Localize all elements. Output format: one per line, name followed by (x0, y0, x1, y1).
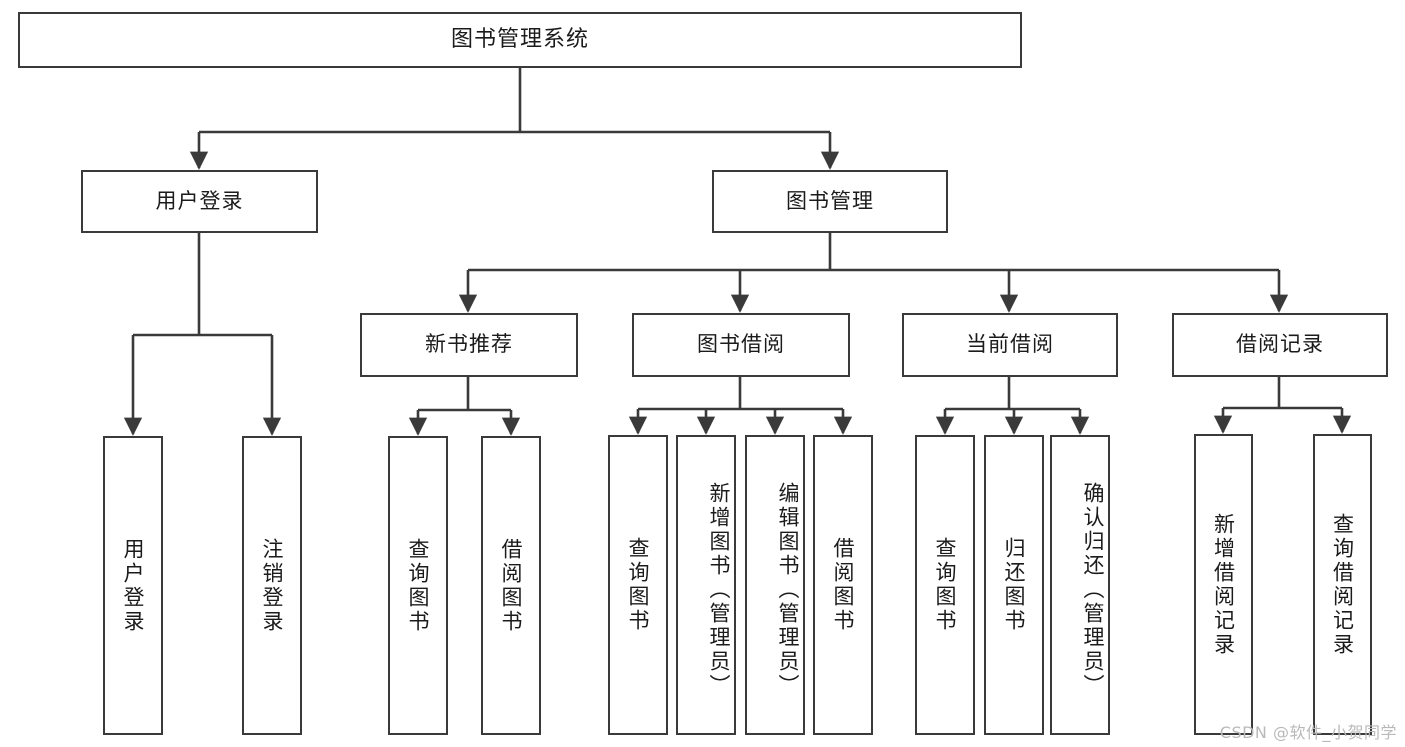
node-leaf-borrow-book-1[interactable]: 借阅图书 (481, 436, 541, 735)
node-leaf-user-logout-label: 注销登录 (260, 537, 284, 634)
csdn-watermark: CSDN @软件_小贺同学 (1219, 723, 1397, 742)
node-leaf-user-login[interactable]: 用户登录 (103, 436, 163, 735)
node-leaf-query-book-1[interactable]: 查询图书 (388, 436, 448, 735)
node-leaf-query-record[interactable]: 查询借阅记录 (1313, 434, 1372, 735)
node-leaf-add-record-label: 新增借阅记录 (1211, 512, 1236, 657)
node-leaf-borrow-book-2-label: 借阅图书 (831, 537, 855, 633)
node-leaf-confirm-return[interactable]: 确认归还（管理员） (1050, 435, 1110, 735)
node-leaf-query-record-label: 查询借阅记录 (1330, 512, 1355, 657)
node-leaf-query-book-2-label: 查询图书 (626, 537, 650, 633)
node-user-login[interactable]: 用户登录 (81, 170, 318, 233)
node-leaf-add-record[interactable]: 新增借阅记录 (1194, 434, 1253, 735)
node-leaf-borrow-book-1-label: 借阅图书 (499, 537, 523, 634)
node-leaf-confirm-return-label: 确认归还（管理员） (1081, 482, 1105, 698)
node-leaf-edit-book[interactable]: 编辑图书（管理员） (745, 435, 805, 735)
node-leaf-add-book[interactable]: 新增图书（管理员） (676, 435, 736, 735)
node-borrow-record[interactable]: 借阅记录 (1172, 313, 1388, 377)
node-leaf-return-book-label: 归还图书 (1002, 537, 1026, 633)
node-new-book-recommend[interactable]: 新书推荐 (360, 313, 578, 377)
node-leaf-query-book-3-label: 查询图书 (933, 537, 957, 633)
node-book-borrow[interactable]: 图书借阅 (632, 313, 850, 377)
node-leaf-add-book-label: 新增图书（管理员） (707, 482, 731, 698)
node-current-borrow[interactable]: 当前借阅 (902, 313, 1118, 377)
node-leaf-query-book-3[interactable]: 查询图书 (915, 435, 975, 735)
node-leaf-query-book-2[interactable]: 查询图书 (608, 435, 668, 735)
node-leaf-borrow-book-2[interactable]: 借阅图书 (813, 435, 873, 735)
node-leaf-return-book[interactable]: 归还图书 (984, 435, 1044, 735)
node-leaf-edit-book-label: 编辑图书（管理员） (776, 482, 800, 698)
node-book-manage[interactable]: 图书管理 (712, 170, 948, 233)
node-leaf-query-book-1-label: 查询图书 (406, 537, 430, 634)
node-leaf-user-login-label: 用户登录 (121, 537, 145, 634)
node-root-system[interactable]: 图书管理系统 (18, 12, 1022, 68)
node-leaf-user-logout[interactable]: 注销登录 (242, 436, 302, 735)
